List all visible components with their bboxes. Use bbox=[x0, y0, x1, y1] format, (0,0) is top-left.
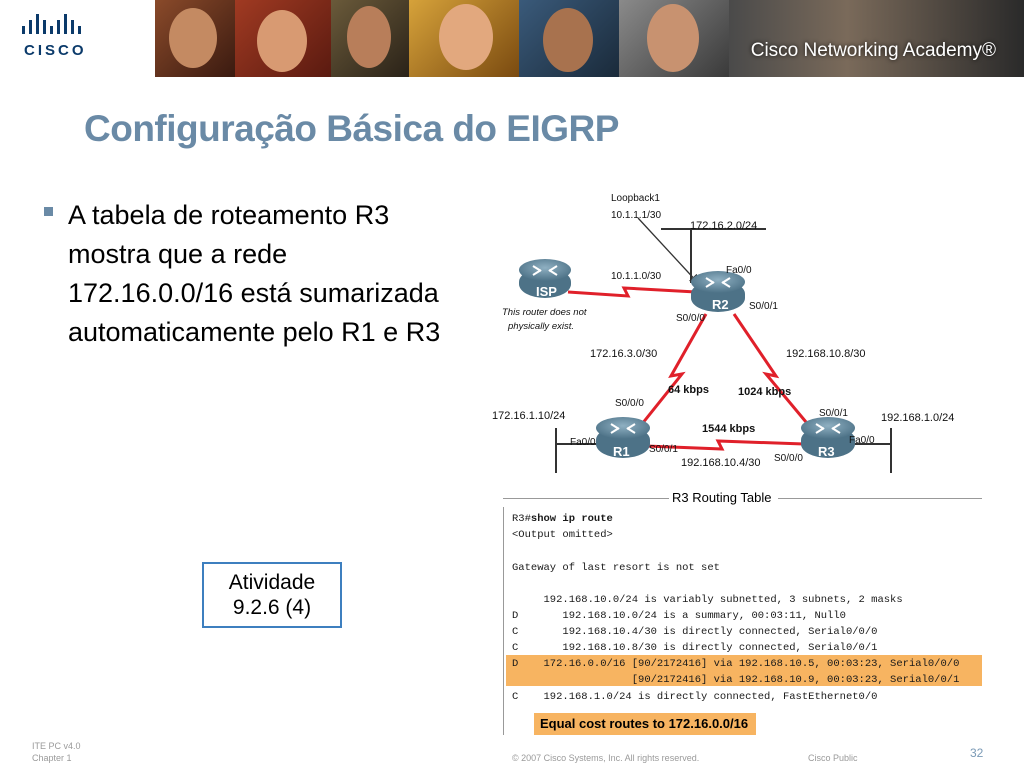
network-topology-diagram: ISP R2 R1 R3 Loopback1 10.1.1.1/30 172.1… bbox=[492, 193, 954, 473]
r3-label: R3 bbox=[818, 444, 835, 459]
rt-title-rule bbox=[503, 498, 669, 499]
loopback-arrow bbox=[637, 217, 700, 285]
link-r2r3-net: 192.168.10.8/30 bbox=[786, 348, 866, 360]
rt-line: D 172.16.0.0/16 [90/2172416] via 192.168… bbox=[512, 658, 960, 670]
loopback-label: Loopback1 bbox=[611, 193, 660, 204]
link-r2r3-bw: 1024 kbps bbox=[738, 386, 791, 398]
link-r1r3-net: 192.168.10.4/30 bbox=[681, 457, 761, 469]
rt-line: D 192.168.10.0/24 is a summary, 00:03:11… bbox=[512, 610, 846, 622]
cisco-bridge-icon bbox=[22, 14, 81, 34]
r2-lan-label: 172.16.2.0/24 bbox=[690, 220, 757, 232]
banner-photos bbox=[155, 0, 1024, 77]
logo-text: CISCO bbox=[24, 42, 87, 59]
footer-chapter: Chapter 1 bbox=[32, 753, 72, 763]
rt-line: <Output omitted> bbox=[512, 529, 613, 541]
r1-router-icon bbox=[596, 417, 650, 458]
isp-router-icon bbox=[519, 259, 571, 298]
r2-fa-label: Fa0/0 bbox=[726, 265, 752, 276]
isp-link-label: 10.1.1.0/30 bbox=[611, 271, 661, 282]
r1-r3-link bbox=[645, 439, 805, 451]
routing-table-output: R3#show ip route <Output omitted> Gatewa… bbox=[503, 507, 982, 735]
r1-fa-label: Fa0/0 bbox=[570, 437, 596, 448]
rt-line: C 192.168.1.0/24 is directly connected, … bbox=[512, 691, 878, 703]
r1-s001-label: S0/0/1 bbox=[649, 444, 678, 455]
isp-r2-link bbox=[567, 286, 697, 298]
isp-label: ISP bbox=[536, 284, 557, 299]
r3-lan-label: 192.168.1.0/24 bbox=[881, 412, 954, 424]
loopback-addr: 10.1.1.1/30 bbox=[611, 210, 661, 221]
r2-router-icon bbox=[691, 271, 745, 312]
activity-number: 9.2.6 (4) bbox=[232, 596, 312, 619]
r2-s000-label: S0/0/0 bbox=[676, 313, 705, 324]
r3-s000-label: S0/0/0 bbox=[774, 453, 803, 464]
activity-label: Atividade bbox=[228, 571, 316, 594]
routing-table-title: R3 Routing Table bbox=[672, 490, 772, 505]
cli-command-line: R3#show ip route bbox=[512, 513, 613, 526]
highlight-equal-cost-rows bbox=[506, 655, 982, 686]
footer-course: ITE PC v4.0 bbox=[32, 741, 81, 751]
rt-title-rule bbox=[778, 498, 982, 499]
r1-label: R1 bbox=[613, 444, 630, 459]
r1-r2-link bbox=[632, 313, 708, 435]
link-r1r2-bw: 64 kbps bbox=[668, 384, 709, 396]
rt-line: 192.168.10.0/24 is variably subnetted, 3… bbox=[512, 594, 903, 606]
cisco-logo: CISCO bbox=[0, 0, 155, 77]
activity-link[interactable]: Atividade 9.2.6 (4) bbox=[202, 562, 342, 628]
rt-line: [90/2172416] via 192.168.10.9, 00:03:23,… bbox=[512, 674, 960, 686]
cli-command: show ip route bbox=[530, 513, 613, 525]
rt-line: C 192.168.10.8/30 is directly connected,… bbox=[512, 642, 878, 654]
bullet-square-icon bbox=[44, 207, 53, 216]
page-number: 32 bbox=[970, 746, 984, 760]
rt-line: C 192.168.10.4/30 is directly connected,… bbox=[512, 626, 878, 638]
equal-cost-label: Equal cost routes to 172.16.0.0/16 bbox=[534, 713, 756, 735]
link-r1r3-bw: 1544 kbps bbox=[702, 423, 755, 435]
academy-name: Cisco Networking Academy® bbox=[750, 40, 996, 61]
r1-lan-label: 172.16.1.10/24 bbox=[492, 410, 565, 422]
link-r1r2-net: 172.16.3.0/30 bbox=[590, 348, 657, 360]
r2-s001-label: S0/0/1 bbox=[749, 301, 778, 312]
r2-r3-link bbox=[732, 313, 813, 429]
r1-s000-label: S0/0/0 bbox=[615, 398, 644, 409]
r3-fa-label: Fa0/0 bbox=[849, 435, 875, 446]
cli-prompt: R3# bbox=[512, 513, 531, 525]
header-banner: CISCO Cisco Networking Academy® bbox=[0, 0, 1024, 77]
r3-s001-label: S0/0/1 bbox=[819, 408, 848, 419]
rt-line: Gateway of last resort is not set bbox=[512, 562, 720, 574]
footer-copyright: © 2007 Cisco Systems, Inc. All rights re… bbox=[512, 753, 700, 763]
bullet-text: A tabela de roteamento R3 mostra que a r… bbox=[68, 200, 441, 347]
isp-note-line1: This router does not bbox=[502, 307, 587, 318]
isp-note-line2: physically exist. bbox=[507, 321, 574, 332]
slide-title: Configuração Básica do EIGRP bbox=[84, 108, 619, 149]
r2-label: R2 bbox=[712, 297, 729, 312]
r3-router-icon bbox=[801, 417, 855, 458]
footer-classification: Cisco Public bbox=[808, 753, 858, 763]
